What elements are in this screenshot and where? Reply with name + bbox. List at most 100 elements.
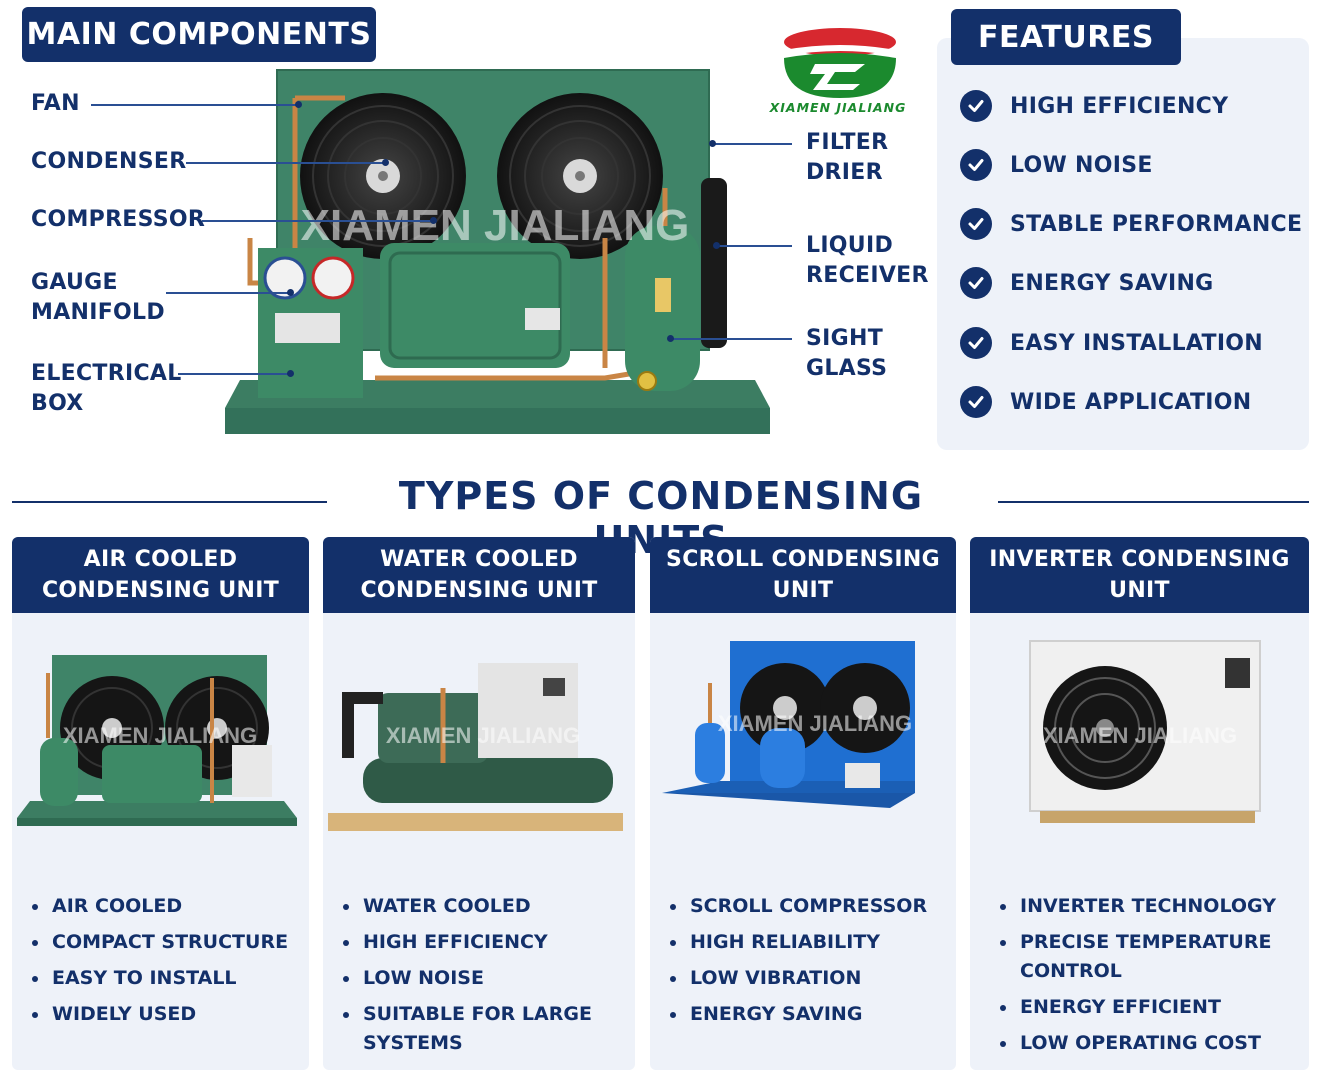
features-title-text: FEATURES [978, 19, 1154, 55]
scroll-unit-image: XIAMEN JIALIANG [662, 641, 915, 808]
company-logo-icon [784, 28, 896, 98]
card-watermark: XIAMEN JIALIANG [386, 723, 580, 748]
bullet: WIDELY USED [32, 1000, 288, 1029]
bullet: HIGH RELIABILITY [670, 928, 927, 957]
card-heading: INVERTER CONDENSING UNIT [970, 537, 1309, 613]
leader-gauge-dot [287, 289, 294, 296]
fan-right-icon [497, 93, 663, 259]
card-heading-line1: SCROLL CONDENSING [666, 547, 940, 572]
features-title: FEATURES [951, 9, 1181, 65]
feature-item: HIGH EFFICIENCY [960, 90, 1228, 122]
leader-fan-dot [295, 101, 302, 108]
bullet-text: HIGH EFFICIENCY [363, 931, 548, 953]
feature-item: LOW NOISE [960, 149, 1153, 181]
label-sight-glass: SIGHT GLASS [806, 324, 887, 384]
label-condenser: CONDENSER [31, 149, 187, 174]
leader-condenser-dot [382, 159, 389, 166]
feature-text: LOW NOISE [1010, 152, 1153, 178]
feature-text: ENERGY SAVING [1010, 270, 1214, 296]
bullet: ENERGY EFFICIENT [1000, 993, 1276, 1022]
card-bullets: SCROLL COMPRESSOR HIGH RELIABILITY LOW V… [670, 892, 927, 1036]
bullet: LOW OPERATING COST [1000, 1029, 1276, 1058]
leader-compressor [202, 220, 432, 222]
bullet-text: EASY TO INSTALL [52, 967, 237, 989]
bullet-text: ENERGY SAVING [690, 1003, 863, 1025]
bullet-text: LOW OPERATING COST [1020, 1032, 1261, 1054]
main-components-title: MAIN COMPONENTS [22, 7, 376, 62]
feature-text: HIGH EFFICIENCY [1010, 93, 1229, 119]
leader-filter-dot [709, 140, 716, 147]
leader-electrical-dot [287, 370, 294, 377]
card-heading-line2: CONDENSING UNIT [41, 578, 280, 603]
label-sight-line1: SIGHT [806, 326, 884, 351]
bullet-text: HIGH RELIABILITY [690, 931, 881, 953]
card-bullets: WATER COOLED HIGH EFFICIENCY LOW NOISE S… [343, 892, 592, 1065]
label-gauge-manifold: GAUGE MANIFOLD [31, 268, 165, 328]
features-panel [937, 38, 1309, 450]
label-liquid-receiver: LIQUID RECEIVER [806, 231, 929, 291]
water-cooled-unit-image: XIAMEN JIALIANG [328, 663, 623, 831]
leader-sight-dot [667, 335, 674, 342]
card-heading-line1: INVERTER CONDENSING [989, 547, 1290, 572]
card-heading-line2: CONDENSING UNIT [360, 578, 598, 603]
label-filter-line2: DRIER [806, 160, 883, 185]
feature-item: STABLE PERFORMANCE [960, 208, 1302, 240]
feature-text: EASY INSTALLATION [1010, 330, 1264, 356]
leader-compressor-dot [430, 217, 437, 224]
inverter-unit-image: XIAMEN JIALIANG [1029, 640, 1261, 823]
feature-item: ENERGY SAVING [960, 267, 1214, 299]
bullet-text: LOW NOISE [363, 967, 484, 989]
bullet-text: SUITABLE FOR LARGE [363, 1003, 592, 1025]
leader-liquid [716, 245, 792, 247]
leader-fan [91, 104, 297, 106]
condensing-unit-image: XIAMEN JIALIANG [225, 69, 770, 434]
label-compressor: COMPRESSOR [31, 207, 206, 232]
label-filter-drier: FILTER DRIER [806, 128, 888, 188]
bullet: WATER COOLED [343, 892, 592, 921]
bullet: HIGH EFFICIENCY [343, 928, 592, 957]
check-icon [960, 208, 992, 240]
leader-filter [712, 143, 792, 145]
bullet-text: ENERGY EFFICIENT [1020, 996, 1221, 1018]
main-watermark: XIAMEN JIALIANG [301, 201, 690, 250]
bullet-text: AIR COOLED [52, 895, 183, 917]
card-watermark: XIAMEN JIALIANG [1043, 723, 1237, 748]
check-icon [960, 149, 992, 181]
feature-text: WIDE APPLICATION [1010, 389, 1252, 415]
label-liquid-line1: LIQUID [806, 233, 894, 258]
air-cooled-unit-image: XIAMEN JIALIANG [17, 655, 297, 826]
bullet-text: PRECISE TEMPERATURE [1020, 931, 1272, 953]
label-gauge-line2: MANIFOLD [31, 300, 165, 325]
leader-sight [670, 338, 792, 340]
main-components-title-text: MAIN COMPONENTS [26, 17, 372, 52]
feature-text: STABLE PERFORMANCE [1010, 211, 1303, 237]
bullet-text: COMPACT STRUCTURE [52, 931, 289, 953]
leader-condenser [186, 162, 386, 164]
bullet-text: LOW VIBRATION [690, 967, 862, 989]
label-sight-line2: GLASS [806, 356, 888, 381]
check-icon [960, 327, 992, 359]
check-icon [960, 386, 992, 418]
card-heading-line2: UNIT [1109, 578, 1170, 603]
bullet-text: WIDELY USED [52, 1003, 197, 1025]
leader-liquid-dot [713, 242, 720, 249]
divider-left [12, 501, 327, 503]
bullet: ENERGY SAVING [670, 1000, 927, 1029]
feature-item: EASY INSTALLATION [960, 327, 1263, 359]
leader-electrical [178, 373, 290, 375]
label-fan: FAN [31, 91, 80, 116]
check-icon [960, 90, 992, 122]
bullet: LOW VIBRATION [670, 964, 927, 993]
bullet-text: WATER COOLED [363, 895, 531, 917]
divider-right [998, 501, 1309, 503]
feature-item: WIDE APPLICATION [960, 386, 1251, 418]
